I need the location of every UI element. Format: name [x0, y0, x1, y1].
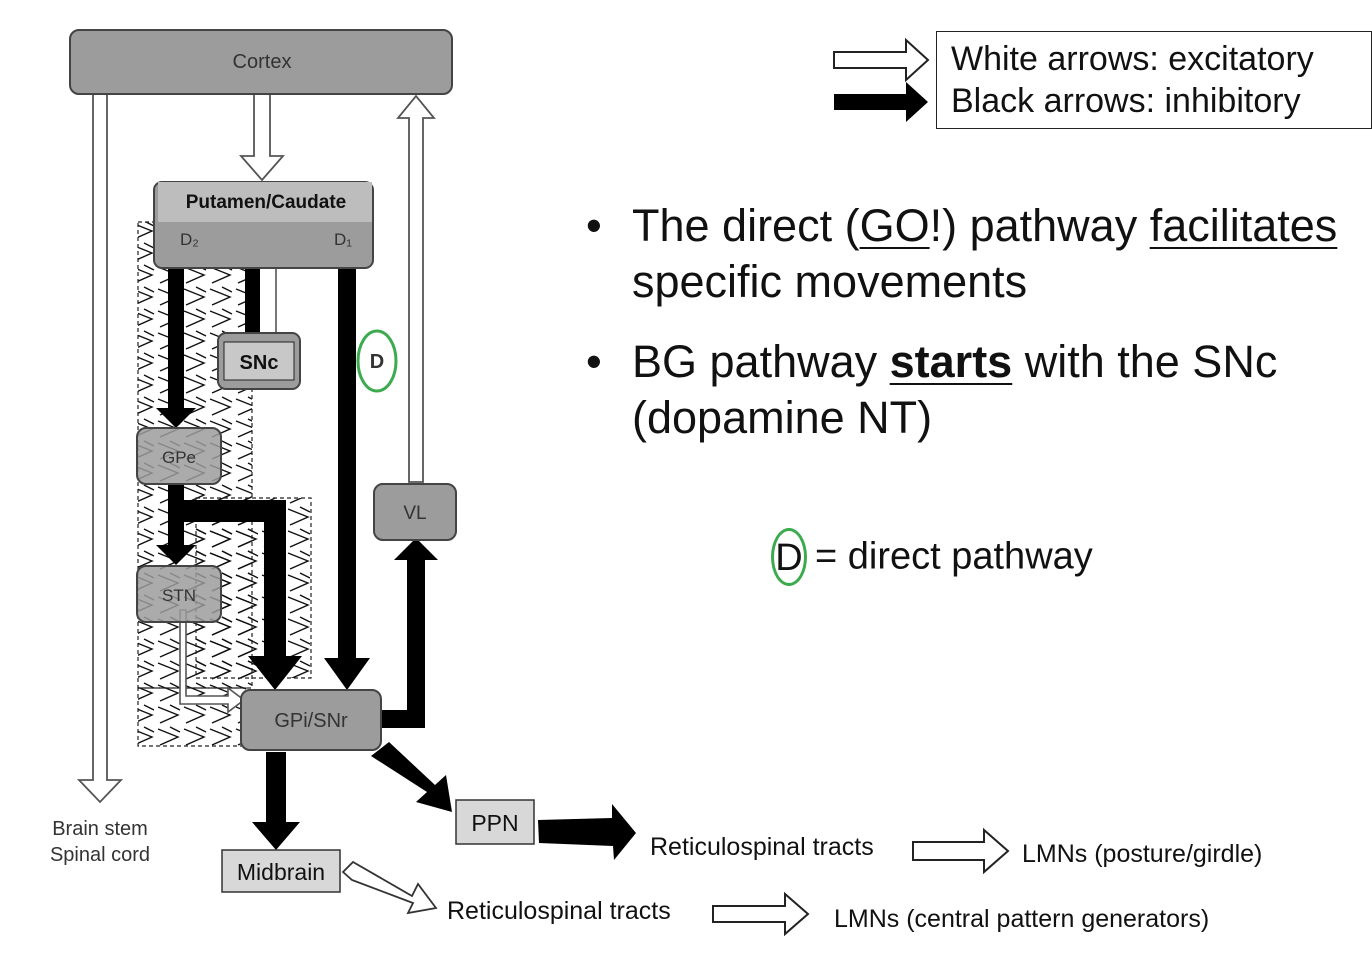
gpi-to-ppn-arrow [371, 742, 452, 812]
bullet2-text-b: with the SNc (dopamine NT) [632, 336, 1278, 443]
reticulo1-to-lmn1-arrow [912, 827, 1010, 875]
bullet1-text-b: !) pathway [929, 200, 1150, 251]
reticulospinal-1-label: Reticulospinal tracts [650, 833, 874, 861]
bullet-dot: • [586, 336, 602, 387]
direct-pathway-marker [356, 329, 398, 393]
ppn-label: PPN [471, 810, 518, 836]
bullet-direct-pathway: • The direct (GO!) pathway facilitates s… [584, 198, 1372, 310]
reticulo2-to-lmn2-arrow [712, 891, 810, 937]
direct-pathway-key-circle: D [771, 528, 807, 586]
snc-label: SNc [240, 352, 279, 374]
bullet1-go: GO [859, 200, 930, 251]
direct-pathway-key-text: = direct pathway [815, 535, 1093, 578]
bullet-list: • The direct (GO!) pathway facilitates s… [584, 198, 1372, 470]
vl-to-cortex-arrow [396, 94, 436, 483]
bullet-dot: • [586, 200, 602, 251]
ppn-to-reticulospinal-arrow [538, 804, 636, 860]
legend-box: White arrows: excitatory Black arrows: i… [936, 31, 1372, 129]
d2-label: D₂ [180, 230, 199, 249]
d1-to-gpi-arrow [324, 266, 370, 690]
lmn-posture-label: LMNs (posture/girdle) [1022, 840, 1262, 868]
bullet1-facilitates: facilitates [1149, 200, 1338, 251]
stn-label: STN [162, 586, 196, 605]
legend-excitatory: White arrows: excitatory [951, 40, 1314, 78]
gpe-to-gpi-arrow [182, 500, 302, 690]
gpi-to-midbrain-arrow [252, 752, 300, 850]
gpe-label: GPe [162, 448, 196, 467]
putamen-label: Putamen/Caudate [186, 192, 346, 213]
cortex-label: Cortex [233, 51, 292, 73]
snc-inner [223, 341, 295, 381]
cortex-to-brainstem-arrow [76, 91, 124, 804]
bullet1-text-c: specific movements [632, 256, 1028, 307]
d1-label: D₁ [334, 230, 352, 249]
spinal-cord-label: Spinal cord [50, 844, 150, 866]
legend-inhibitory: Black arrows: inhibitory [951, 82, 1301, 120]
stn-to-gpi-arrow [179, 609, 246, 714]
reticulospinal-2-label: Reticulospinal tracts [447, 897, 671, 925]
ppn-box [455, 799, 535, 845]
stn-box [136, 565, 222, 623]
midbrain-box [221, 849, 341, 893]
midbrain-to-reticulospinal-arrow [341, 860, 438, 915]
bullet1-text-a: The direct ( [632, 200, 860, 251]
cortex-to-striatum-arrow [239, 93, 285, 182]
d2-to-gpe-arrow [156, 262, 196, 428]
gpi-snr-box [240, 689, 382, 751]
brainstem-label: Brain stem [52, 818, 148, 840]
bullet-bg-pathway: • BG pathway starts with the SNc (dopami… [584, 334, 1372, 446]
bullet2-text-a: BG pathway [632, 336, 890, 387]
legend-white-arrow [833, 37, 930, 83]
putamen-header [158, 182, 372, 222]
vl-label: VL [403, 503, 426, 524]
cortex-box [69, 29, 453, 95]
legend-black-arrow [834, 82, 928, 122]
gpe-to-stn-arrow [156, 484, 196, 565]
lmn-cpg-label: LMNs (central pattern generators) [834, 905, 1209, 933]
vl-box [373, 483, 457, 541]
gpe-box [136, 427, 222, 485]
direct-pathway-key: D= direct pathway [771, 528, 1093, 588]
bullet2-starts: starts [889, 336, 1013, 387]
gpi-snr-label: GPi/SNr [274, 710, 348, 732]
direct-pathway-marker-label: D [370, 351, 384, 373]
gpi-to-vl-arrow [382, 538, 438, 728]
midbrain-label: Midbrain [237, 859, 325, 885]
